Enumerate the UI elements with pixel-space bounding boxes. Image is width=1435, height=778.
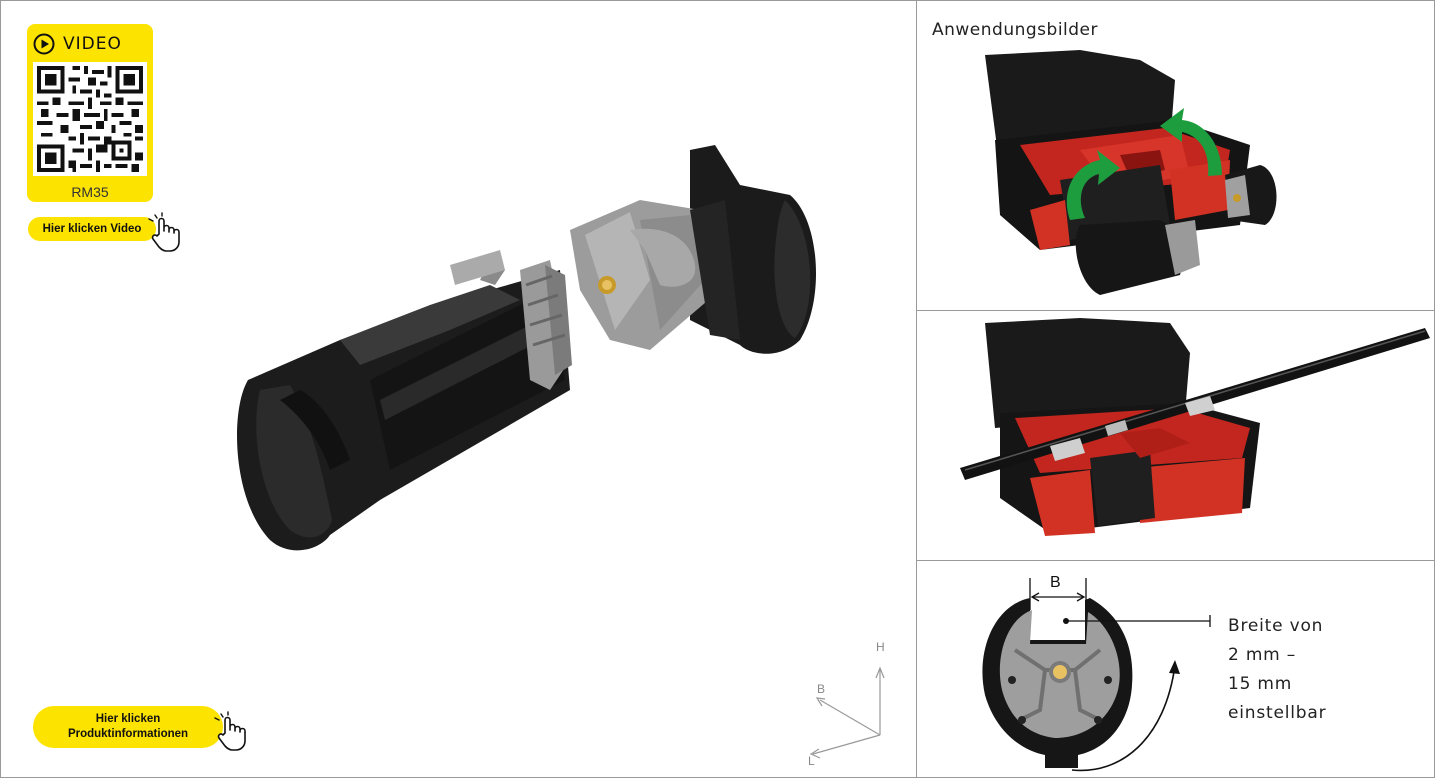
play-icon bbox=[33, 33, 55, 55]
width-description-line4: einstellbar bbox=[1228, 703, 1327, 723]
width-description-line1: Breite von bbox=[1228, 616, 1324, 636]
row-divider-2 bbox=[916, 560, 1435, 561]
axis-label-length: L bbox=[808, 754, 815, 768]
video-link-label: Hier klicken Video bbox=[42, 223, 142, 235]
width-description: Breite von 2 mm – 15 mm einstellbar bbox=[1228, 612, 1326, 728]
application-section-title: Anwendungsbilder bbox=[932, 20, 1099, 40]
video-label: VIDEO bbox=[63, 34, 122, 54]
video-qr-card[interactable]: VIDEO RM35 bbox=[27, 24, 153, 202]
application-image-1 bbox=[985, 50, 1277, 295]
product-info-line1: Hier klicken bbox=[95, 713, 161, 725]
product-info-line2: Produktinformationen bbox=[67, 728, 189, 740]
video-code-label: RM35 bbox=[71, 184, 109, 200]
axis-label-height: H bbox=[876, 640, 885, 654]
qr-code[interactable] bbox=[33, 62, 147, 176]
application-image-2 bbox=[960, 318, 1430, 536]
dimension-label-b: B bbox=[1050, 574, 1061, 591]
width-description-line3: 15 mm bbox=[1228, 674, 1293, 694]
product-exploded-view-image bbox=[237, 145, 817, 551]
row-divider-1 bbox=[916, 310, 1435, 311]
product-info-button[interactable]: Hier klicken Produktinformationen bbox=[33, 706, 223, 748]
axis-label-width: B bbox=[817, 682, 826, 696]
video-header: VIDEO bbox=[33, 30, 122, 58]
video-link-button[interactable]: Hier klicken Video bbox=[28, 217, 156, 241]
width-description-line2: 2 mm – bbox=[1228, 645, 1297, 665]
width-dimension-diagram bbox=[982, 578, 1211, 772]
column-divider bbox=[916, 0, 917, 778]
pointing-hand-icon bbox=[148, 212, 180, 252]
axes-indicator bbox=[809, 666, 885, 759]
pointing-hand-icon bbox=[214, 711, 246, 751]
